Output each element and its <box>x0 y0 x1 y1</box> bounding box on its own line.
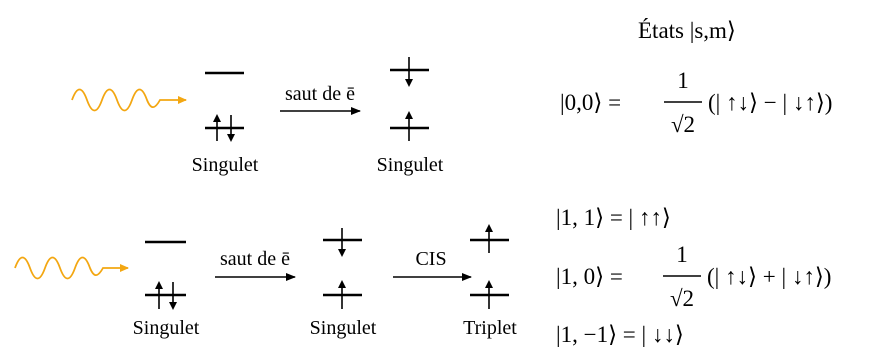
state-equation-lhs: |1, 0⟩ = <box>556 264 623 289</box>
transition-label: saut de ē <box>220 248 290 270</box>
state-label: Singulet <box>133 317 200 339</box>
photon-wave-icon <box>14 256 129 280</box>
photon-wave-icon <box>71 88 187 112</box>
fraction-numerator: 1 <box>676 242 688 267</box>
fraction-numerator: 1 <box>677 68 689 93</box>
state-equation-rhs: (| ↑↓⟩ + | ↓↑⟩) <box>707 264 831 289</box>
diagram-title: États |s,m⟩ <box>638 18 736 43</box>
transition-label: saut de ē <box>285 83 355 105</box>
state-label: Singulet <box>377 154 444 176</box>
state-equation: |1, 1⟩ = | ↑↑⟩ <box>556 205 671 230</box>
state-equation-lhs: |0,0⟩ = <box>560 90 621 115</box>
fraction-denominator: √2 <box>671 112 695 137</box>
state-equation: |1, −1⟩ = | ↓↓⟩ <box>556 322 684 347</box>
fraction-denominator: √2 <box>670 286 694 311</box>
state-label: Triplet <box>463 317 517 339</box>
transition-label: CIS <box>415 248 446 270</box>
state-label: Singulet <box>310 317 377 339</box>
state-equation-rhs: (| ↑↓⟩ − | ↓↑⟩) <box>708 90 832 115</box>
state-label: Singulet <box>192 154 259 176</box>
